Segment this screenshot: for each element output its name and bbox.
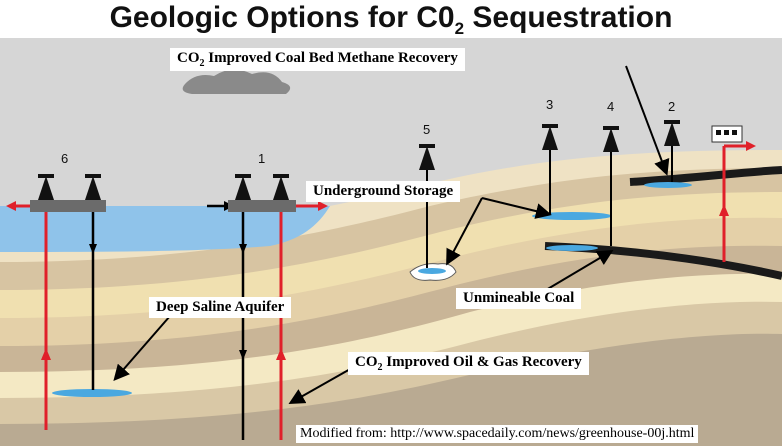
co2-plume-coal-upper [644,182,692,188]
title-suffix: Sequestration [464,1,673,34]
source-credit: Modified from: http://www.spacedaily.com… [296,425,699,443]
oil-derrick-icon [419,144,435,170]
label-coal-bed-prefix: CO [177,50,200,66]
flow-arrow-up-icon [719,204,729,216]
callout-arrow-storage-right [481,197,552,219]
title-prefix: Geologic Options for C0 [109,1,455,34]
coal-seam-upper [629,166,782,186]
power-plant-icon [711,125,743,143]
label-oil-gas-prefix: CO [355,354,378,370]
platform-6 [30,200,106,212]
label-oil-gas-suffix: Improved Oil & Gas Recovery [382,354,582,370]
well-number-1: 1 [258,151,266,166]
label-oil-gas-recovery: CO2 Improved Oil & Gas Recovery [348,352,589,375]
callout-arrow-oil-gas [288,367,353,404]
flow-arrow-right-icon [318,201,328,211]
callout-arrow-coal [545,249,614,291]
oil-derrick-icon [235,174,251,200]
page-title: Geologic Options for C02 Sequestration [0,0,782,38]
oil-derrick-icon [85,174,101,200]
co2-plume-storage-right [532,212,612,220]
label-coal-bed-methane: CO2 Improved Coal Bed Methane Recovery [170,48,465,71]
flow-arrow-up-icon [41,348,51,360]
oil-derrick-icon [542,124,558,150]
flow-arrow-down-icon [239,244,247,254]
callout-arrow-coal-bed [625,65,670,176]
co2-plume-cavern [418,268,446,274]
label-unmineable-coal: Unmineable Coal [456,288,582,309]
co2-plume-saline [52,389,132,397]
co2-plume-coal-lower [546,245,598,251]
oil-derrick-icon [273,174,289,200]
title-subscript: 2 [454,19,465,38]
flow-arrow-down-icon [89,244,97,254]
well-number-6: 6 [61,151,69,166]
flow-arrow-up-icon [276,348,286,360]
sea [0,206,330,252]
label-oil-gas-sub: 2 [377,362,383,373]
flow-arrow-down-icon [239,350,247,360]
callout-arrow-storage-left [446,197,483,266]
oil-derrick-icon [603,126,619,152]
geologic-cross-section [0,38,782,446]
platform-1 [228,200,296,212]
oil-derrick-icon [38,174,54,200]
well-number-4: 4 [607,99,615,114]
oil-derrick-icon [664,120,680,146]
cloud-icon [182,69,291,94]
flow-arrow-right-icon [746,141,756,151]
well-number-5: 5 [423,122,431,137]
well-number-2: 2 [668,99,676,114]
label-deep-saline-aquifer: Deep Saline Aquifer [149,297,292,318]
flow-arrow-left-icon [6,201,16,211]
well-number-3: 3 [546,97,554,112]
label-underground-storage: Underground Storage [306,181,461,202]
callout-arrow-saline [113,315,171,382]
label-coal-bed-suffix: Improved Coal Bed Methane Recovery [204,50,458,66]
label-coal-bed-sub: 2 [199,58,205,69]
